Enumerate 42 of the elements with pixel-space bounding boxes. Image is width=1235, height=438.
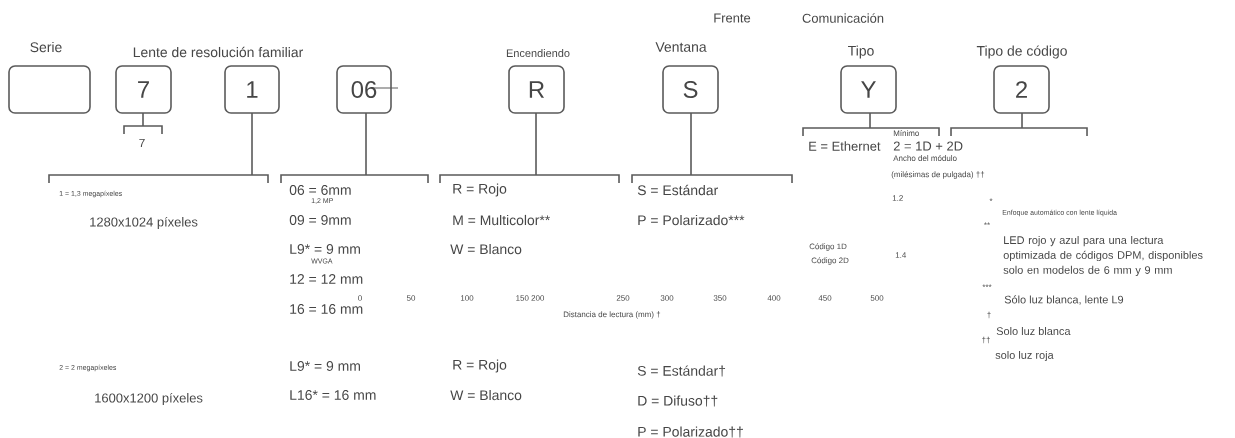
code-box (8, 65, 91, 114)
heading-text: Encendiendo (506, 49, 570, 58)
label-text: solo luz roja (995, 350, 1054, 362)
heading-text: Tipo de código (976, 45, 1067, 59)
label-text: 7 (139, 138, 145, 148)
code-box: 06 (336, 65, 392, 114)
label-text: W = Blanco (450, 389, 522, 401)
heading-text: Comunicación (802, 13, 884, 23)
heading-text: Tipo (848, 45, 874, 59)
heading-text: Serie (30, 41, 62, 53)
heading-text: Ventana (655, 42, 707, 52)
label-text: D = Difuso†† (638, 395, 718, 407)
label-text: L9* = 9 mm (290, 361, 360, 371)
label-text: Sólo luz blanca, lente L9 (1004, 295, 1124, 305)
label-text: M = Multicolor** (453, 214, 550, 226)
label-text: 1600x1200 píxeles (95, 392, 203, 406)
label-text: P = Polarizado†† (638, 426, 743, 438)
label-text: R = Rojo (453, 183, 507, 197)
code-box: R (508, 65, 565, 114)
heading-text: Frente (714, 13, 751, 23)
code-box: S (662, 65, 719, 114)
footnote-text: LED rojo y azul para una lectura optimizada de códigos DPM, disponibles solo en modelos de 6 mm y 9 mm (1003, 235, 1203, 277)
label-text: Solo luz blanca (996, 327, 1071, 336)
label-text: L9* = 9 mm (290, 244, 360, 254)
code-box: 1 (224, 65, 280, 114)
code-box: 2 (993, 65, 1050, 114)
label-text: 2 = 1D + 2D (893, 141, 963, 151)
label-text: R = Rojo (453, 359, 507, 373)
label-text: 16 = 16 mm (290, 304, 363, 314)
label-text: S = Estándar† (637, 365, 726, 377)
label-text: S = Estándar (637, 184, 718, 196)
code-box: 7 (115, 65, 172, 114)
label-text: E = Ethernet (809, 141, 881, 151)
label-text: 06 = 6mm (289, 185, 351, 195)
label-text: 12 = 12 mm (290, 274, 363, 284)
label-text: L16* = 16 mm (290, 390, 376, 400)
label-text: 09 = 9mm (289, 215, 351, 225)
code-box: Y (840, 65, 897, 114)
label-text: 1280x1024 píxeles (90, 216, 198, 230)
label-text: P = Polarizado*** (638, 214, 745, 226)
label-text: W = Blanco (450, 243, 522, 255)
label-text: Lente de resolución familiar (133, 46, 303, 58)
